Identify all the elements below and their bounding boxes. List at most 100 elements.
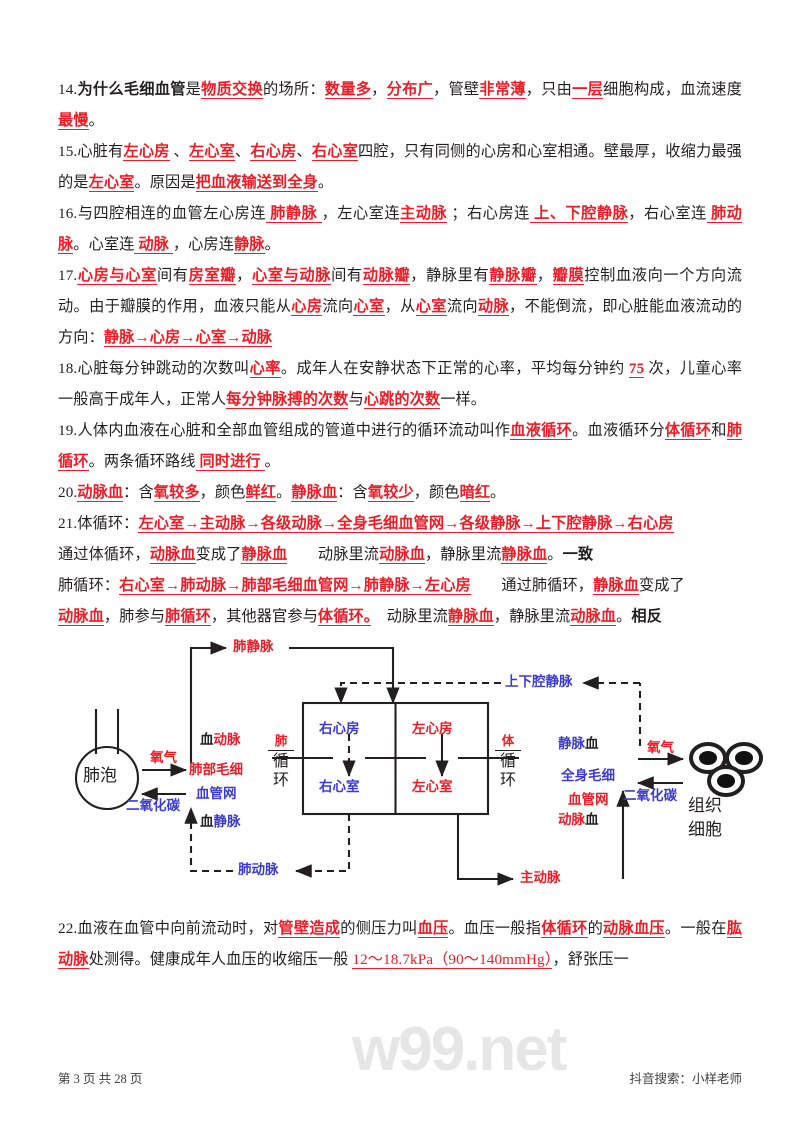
notes-paragraph: 22.血液在血管中向前流动时，对管壁造成的侧压力叫血压。血压一般指体循环的动脉血…	[58, 913, 742, 975]
text-run: 心室	[415, 298, 447, 316]
text-run: 的	[587, 920, 604, 937]
text-run: ，只由	[525, 81, 573, 98]
text-run: 通过体循环，	[58, 546, 150, 563]
text-run: 次，儿童心率一般高于成年人，正常人	[58, 360, 742, 408]
notes-paragraph: 动脉血，肺参与肺循环，其他器官参与体循环。 动脉里流静脉血，静脉里流动脉血。相反	[58, 601, 742, 632]
text-run: 瓣膜	[552, 267, 585, 285]
text-run: 变成了	[638, 577, 685, 594]
text-run: 与	[348, 391, 364, 408]
text-run: 的侧压力叫	[340, 920, 418, 937]
text-run: 。	[616, 608, 632, 625]
text-run: 肺静脉	[265, 205, 322, 223]
text-run: 动脉血	[379, 546, 425, 564]
body-venous-blood-label: 静脉血	[558, 736, 599, 751]
text-run: 间有	[156, 267, 189, 284]
text-run: 左心房	[123, 143, 170, 161]
oxygen-body-label: 氧气	[647, 740, 674, 755]
text-run: 主动脉	[400, 205, 448, 223]
text-run: 14.	[58, 81, 78, 98]
notes-paragraph: 15.心脏有左心房 、左心室、右心房、右心室四腔，只有同侧的心房和心室相通。壁最…	[58, 136, 742, 198]
text-run: ，	[236, 267, 252, 284]
text-run: 21.	[58, 515, 78, 532]
text-run: 右心室→肺动脉→肺部毛细血管网→肺静脉→左心房	[119, 577, 471, 595]
text-run: ，左心室连	[321, 205, 401, 222]
blood-circulation-diagram: 肺泡 氧气 二氧化碳 肺部毛细 血管网 血动脉 血静脉 肺静脉 肺动脉 肺 循环…	[58, 636, 763, 908]
text-run: ，	[371, 81, 387, 98]
pulmonary-vein-label: 肺静脉	[233, 639, 274, 654]
oxygen-lung-label: 氧气	[150, 750, 177, 765]
text-run: 19.	[58, 422, 78, 439]
right-atrium-label: 右心房	[319, 721, 360, 736]
text-run: 鲜红	[245, 484, 277, 502]
notes-paragraph: 16.与四腔相连的血管左心房连 肺静脉 ，左心室连主动脉 ；右心房连 上、下腔静…	[58, 198, 742, 260]
lung-capillary-label-top: 肺部毛细	[189, 762, 243, 777]
text-run: 心率	[249, 360, 281, 378]
text-run: 上、下腔静脉	[529, 205, 629, 223]
text-run: 动脉血	[58, 608, 104, 626]
text-run: 动脉里流	[371, 608, 448, 625]
text-run: ，静脉里流	[493, 608, 571, 625]
text-run: ，舒张压一	[552, 951, 629, 968]
text-run: 动脉血	[570, 608, 617, 626]
text-run: 把血液输送到全身	[195, 174, 318, 192]
text-run: 。血液循环分	[572, 422, 665, 439]
text-run: 心脏每分钟跳动的次数叫	[77, 360, 250, 377]
footer-page-number: 第 3 页 共 28 页	[58, 1072, 143, 1086]
aorta-label: 主动脉	[520, 870, 561, 885]
text-run: 。血压一般指	[448, 920, 542, 937]
text-run: 右心室	[311, 143, 358, 161]
tissue-cells-label-top: 组织	[688, 796, 722, 815]
text-run: 暗红	[459, 484, 491, 502]
text-run: 。心室连	[73, 236, 135, 253]
text-run: 20.	[58, 484, 78, 501]
notes-paragraph: 肺循环：右心室→肺动脉→肺部毛细血管网→肺静脉→左心房 通过肺循环，静脉血变成了	[58, 570, 742, 601]
text-run: ：含	[123, 484, 154, 501]
text-run: ，右心室连	[628, 205, 707, 222]
text-run: 肱动脉	[58, 920, 742, 969]
text-run: 氧较少	[367, 484, 414, 502]
text-run: 血液在血管中向前流动时，对	[77, 920, 279, 937]
text-run: 静脉血	[291, 484, 338, 502]
notes-paragraph: 18.心脏每分钟跳动的次数叫心率。成年人在安静状态下正常的心率，平均每分钟约 7…	[58, 353, 742, 415]
text-run: 管壁造成	[278, 920, 341, 938]
text-run: 心室与动脉	[251, 267, 332, 285]
text-run: 。成年人在安静状态下正常的心率，平均每分钟约	[280, 360, 629, 377]
text-run: 22.	[58, 920, 78, 937]
lung-arterial-blood-label: 血动脉	[200, 732, 241, 747]
text-run: 动脉血	[149, 546, 196, 564]
text-run: 静脉血	[501, 546, 548, 564]
notes-paragraph: 21.体循环：左心室→主动脉→各级动脉→全身毛细血管网→各级静脉→上下腔静脉→右…	[58, 508, 742, 539]
text-run: ，管壁	[433, 81, 480, 98]
text-run: 分布广	[386, 81, 433, 99]
text-run: 肺循环	[58, 422, 742, 471]
left-ventricle-label: 左心室	[412, 779, 453, 794]
text-run: ，静脉里有	[410, 267, 490, 284]
text-run: 每分钟脉搏的次数	[226, 391, 349, 409]
notes-paragraph: 17.心房与心室间有房室瓣，心室与动脉间有动脉瓣，静脉里有静脉瓣，瓣膜控制血液向…	[58, 260, 742, 353]
notes-paragraph: 19.人体内血液在心脏和全部血管组成的管道中进行的循环流动叫作血液循环。血液循环…	[58, 415, 742, 477]
text-run: ，肺参与	[103, 608, 166, 625]
text-run: 一层	[572, 81, 604, 99]
left-atrium-label: 左心房	[412, 721, 453, 736]
text-run: 非常薄	[479, 81, 526, 99]
text-run: 12～18.7kPa（90～140mmHg）	[352, 951, 553, 969]
page-footer: 第 3 页 共 28 页 抖音搜索：小样老师	[58, 1068, 742, 1087]
text-run: 、	[169, 143, 189, 160]
text-run: 。两条循环路线	[88, 453, 196, 470]
text-run: ：含	[337, 484, 368, 501]
body-arterial-blood-label: 动脉血	[558, 812, 599, 827]
text-run: 静脉	[233, 236, 265, 254]
text-run: 与四腔相连的血管左心房连	[77, 205, 266, 222]
text-run: 。原因是	[134, 174, 196, 191]
text-run: 动脉瓣	[362, 267, 411, 285]
text-run: 。	[264, 453, 280, 470]
text-run: 动脉里流	[287, 546, 380, 563]
text-run: 。	[88, 112, 104, 129]
body-capillary-label-top: 全身毛细	[561, 768, 615, 783]
lung-capillary-label-bottom: 血管网	[196, 786, 237, 801]
text-run: 动脉血压	[603, 920, 665, 938]
text-run: 。	[547, 546, 563, 563]
text-run: 血液循环	[510, 422, 573, 440]
lung-venous-blood-label: 血静脉	[200, 814, 241, 829]
text-run: 静脉→心房→心室→动脉	[103, 329, 273, 347]
